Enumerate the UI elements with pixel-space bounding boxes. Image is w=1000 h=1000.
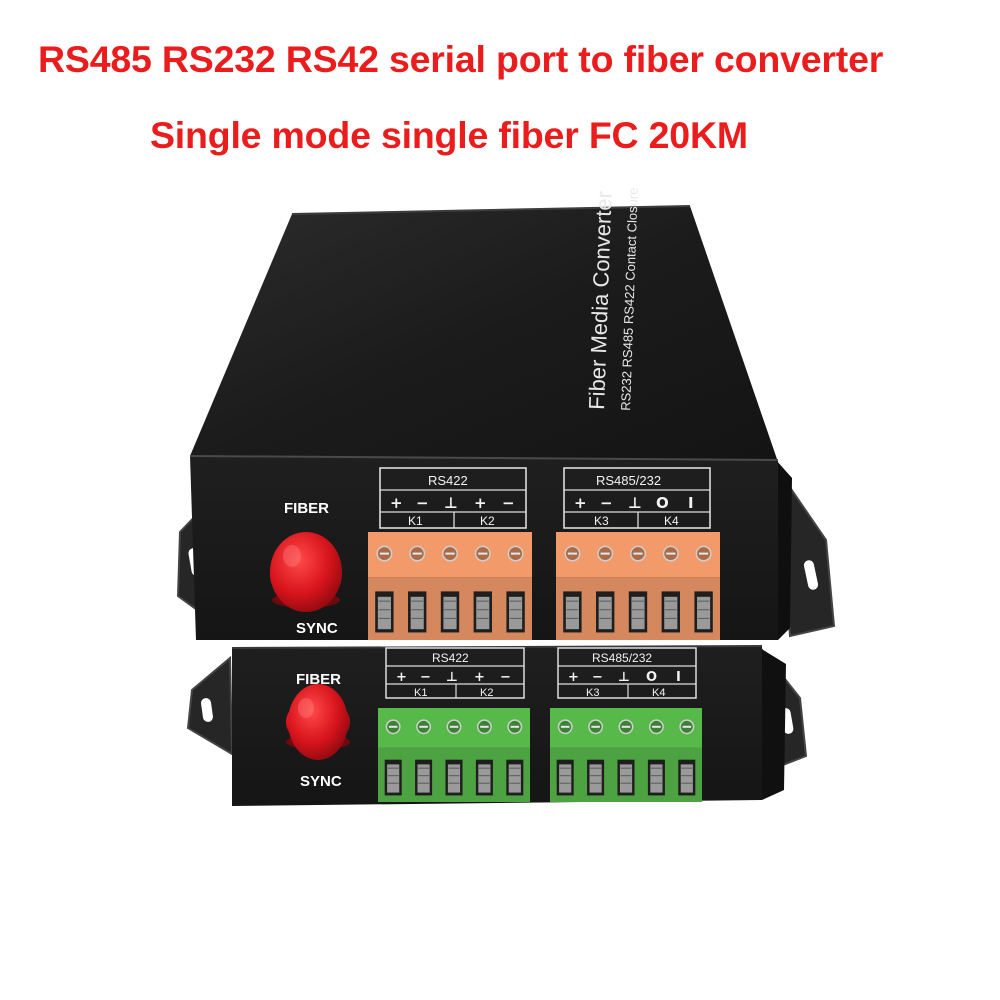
bottom-rs485-sym-1: + <box>568 670 579 685</box>
bottom-fiber-label: FIBER <box>296 671 341 688</box>
bottom-rs485-sym-3: ⊥ <box>618 670 630 685</box>
bottom-rs422-panel: RS422 + − ⊥ + − K1 K2 <box>385 647 525 699</box>
bottom-port-k2: K2 <box>480 687 493 699</box>
bottom-chassis-side <box>760 648 786 800</box>
bottom-left-terminal-clamp <box>447 764 461 793</box>
top-left-terminal-clamp <box>476 596 490 630</box>
bottom-left-terminal-clamp <box>387 764 400 793</box>
top-chassis-side <box>776 460 792 640</box>
top-port-k1: K1 <box>408 514 423 528</box>
top-port-k3: K3 <box>594 514 609 528</box>
top-terminal-block-left <box>368 532 532 640</box>
top-rs485-sym-5: I <box>688 494 694 512</box>
top-unit: Fiber Media Converter RS232 RS485 RS422 … <box>176 187 836 640</box>
bottom-rs422-sym-1: + <box>396 670 407 685</box>
headline-line-2: Single mode single fiber FC 20KM <box>150 114 748 156</box>
bottom-right-terminal-clamp <box>650 764 663 793</box>
bottom-unit: FIBER SYNC RS422 + − ⊥ + − K1 K2 <box>186 645 808 806</box>
bottom-terminal-block-right <box>550 708 702 802</box>
top-rs485-sym-2: − <box>600 494 613 512</box>
bottom-rs422-sym-2: − <box>420 670 431 685</box>
bottom-fiber-cap <box>286 684 350 760</box>
top-left-terminal-clamp <box>377 596 391 630</box>
top-rs485-panel: RS485/232 + − ⊥ O I K3 K4 <box>563 467 711 529</box>
bottom-terminal-block-left <box>378 708 530 802</box>
bottom-right-terminal-clamp <box>589 764 602 793</box>
bottom-rs485-sym-4: O <box>646 670 657 685</box>
top-right-terminal-clamp <box>664 596 678 630</box>
top-rs422-sym-1: + <box>390 494 403 512</box>
bottom-rs422-sym-5: − <box>500 670 511 685</box>
top-left-terminal-clamp <box>443 596 457 630</box>
top-rs485-sym-3: ⊥ <box>628 494 642 512</box>
top-lid <box>190 206 778 462</box>
top-right-terminal-clamp <box>565 596 579 630</box>
bottom-port-k1: K1 <box>414 687 427 699</box>
top-left-terminal-clamp <box>410 596 424 630</box>
bottom-right-terminal-clamp <box>680 764 693 793</box>
top-rs422-title: RS422 <box>428 473 468 488</box>
top-right-terminal-clamp <box>598 596 612 630</box>
bottom-left-terminal-clamp <box>417 764 430 793</box>
top-rs485-sym-4: O <box>656 494 669 512</box>
top-rs422-panel: RS422 + − ⊥ + − K1 K2 <box>379 467 527 529</box>
bottom-port-k3: K3 <box>586 687 599 699</box>
top-rs485-title: RS485/232 <box>596 473 661 488</box>
top-rs422-sym-5: − <box>502 494 515 512</box>
top-rs422-sym-2: − <box>416 494 429 512</box>
bottom-rs485-panel: RS485/232 + − ⊥ O I K3 K4 <box>557 647 697 699</box>
bottom-rs485-title: RS485/232 <box>592 651 652 665</box>
bottom-rs422-title: RS422 <box>432 651 469 665</box>
bottom-sync-label: SYNC <box>300 773 342 790</box>
top-fiber-cap <box>270 532 342 612</box>
bottom-rs485-sym-2: − <box>592 670 603 685</box>
top-port-k2: K2 <box>480 514 495 528</box>
top-rs422-sym-4: + <box>474 494 487 512</box>
bottom-rs485-sym-5: I <box>676 670 681 685</box>
bottom-right-terminal-clamp <box>619 764 633 793</box>
bottom-port-k4: K4 <box>652 687 665 699</box>
bottom-left-terminal-clamp <box>478 764 491 793</box>
top-left-terminal-clamp <box>509 596 523 630</box>
top-rs422-sym-3: ⊥ <box>444 494 458 512</box>
bottom-rs422-sym-3: ⊥ <box>446 670 458 685</box>
top-terminal-block-right <box>556 532 720 640</box>
top-sync-label: SYNC <box>296 620 338 637</box>
top-fiber-label: FIBER <box>284 500 329 517</box>
top-rs485-sym-1: + <box>574 494 587 512</box>
headline-line-1: RS485 RS232 RS42 serial port to fiber co… <box>38 38 884 80</box>
top-right-terminal-clamp <box>697 596 711 630</box>
bottom-rs422-sym-4: + <box>474 670 485 685</box>
top-port-k4: K4 <box>664 514 679 528</box>
bottom-right-terminal-clamp <box>559 764 572 793</box>
bottom-left-terminal-clamp <box>508 764 521 793</box>
top-right-terminal-clamp <box>631 596 645 630</box>
